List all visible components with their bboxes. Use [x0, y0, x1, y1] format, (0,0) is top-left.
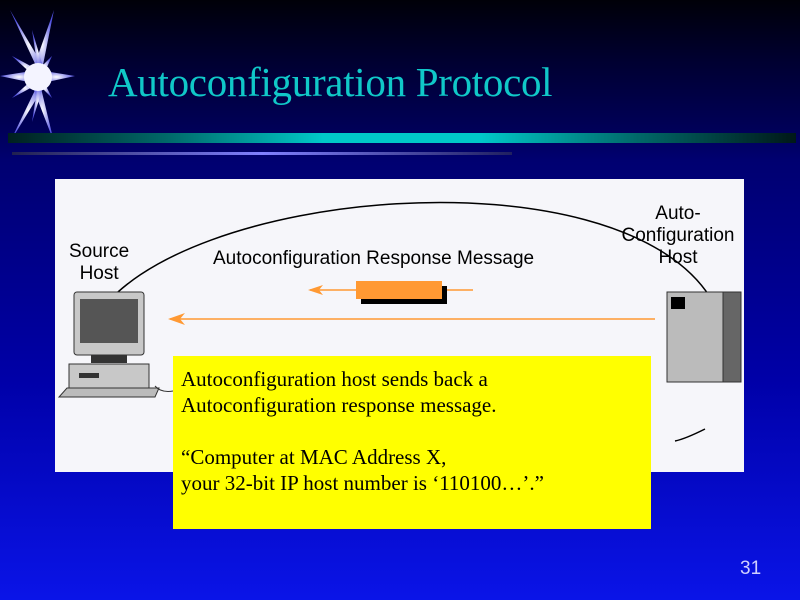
- message-label: Autoconfiguration Response Message: [213, 248, 535, 269]
- autoconfig-host-label: Auto- Configuration Host: [608, 203, 748, 269]
- star-logo-icon: [0, 10, 75, 142]
- server-label-line: Auto-: [655, 203, 701, 224]
- callout-line: Autoconfiguration response message.: [181, 393, 497, 417]
- title-divider: [8, 133, 796, 143]
- network-arc: [94, 201, 711, 320]
- diagram-graphics: [57, 201, 742, 442]
- title-underline: [12, 152, 512, 155]
- page-number: 31: [740, 558, 762, 579]
- server-icon: [666, 291, 742, 383]
- explanation-callout: Autoconfiguration host sends back a Auto…: [173, 356, 651, 529]
- computer-icon: [57, 291, 174, 398]
- server-label-line: Host: [658, 247, 698, 268]
- callout-line: Autoconfiguration host sends back a: [181, 367, 488, 391]
- source-label-line: Source: [69, 241, 130, 262]
- response-arrow: [168, 313, 655, 325]
- message-packet-arrow: [308, 281, 473, 304]
- callout-line: your 32-bit IP host number is ‘110100…’.…: [181, 471, 544, 495]
- source-label-line: Host: [79, 263, 119, 284]
- source-host-label: Source Host: [69, 241, 129, 285]
- server-label-line: Configuration: [621, 225, 735, 246]
- slide-title: Autoconfiguration Protocol: [108, 59, 553, 105]
- callout-line: “Computer at MAC Address X,: [181, 445, 447, 469]
